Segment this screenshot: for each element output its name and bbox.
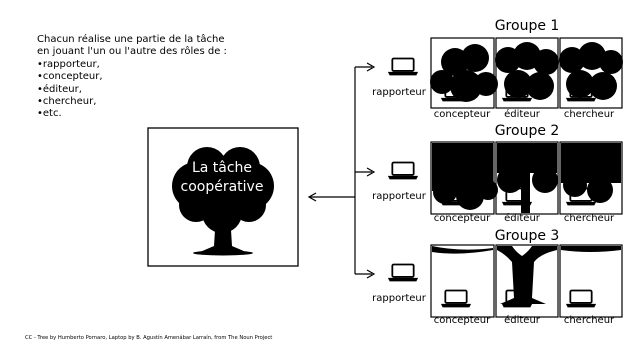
laptop-icon — [387, 161, 419, 181]
roles-list: rapporteur, concepteur, éditeur, cherche… — [37, 59, 277, 121]
role-rapporteur: rapporteur — [372, 191, 427, 202]
center-label-line-2: coopérative — [181, 179, 264, 195]
role-item: etc. — [37, 108, 277, 120]
role-editeur: éditeur — [504, 212, 541, 224]
intro-text: Chacun réalise une partie de la tâche en… — [37, 34, 277, 121]
role-chercheur: chercheur — [564, 109, 615, 120]
group-title: Groupe 2 — [495, 123, 560, 139]
tree-trunk-bottom — [432, 246, 621, 304]
cooperative-task-box: La tâche coopérative — [147, 127, 299, 267]
intro-line-1: Chacun réalise une partie de la tâche — [37, 34, 225, 45]
group-title: Groupe 1 — [495, 18, 560, 34]
tree-canopy-top — [430, 42, 623, 102]
group-2: Groupe 2 rapporteur concepteur éditeur c… — [372, 123, 623, 224]
role-concepteur: concepteur — [434, 213, 491, 224]
role-item: rapporteur, — [37, 59, 277, 71]
role-item: éditeur, — [37, 84, 277, 96]
credit-line: CC - Tree by Humberto Pornaro, Laptop by… — [25, 335, 273, 341]
group-1: Groupe 1 rapporteur concepteur éditeur c… — [372, 18, 623, 120]
role-editeur: éditeur — [504, 108, 541, 120]
laptop-icon — [387, 57, 419, 77]
role-chercheur: chercheur — [564, 315, 615, 326]
role-concepteur: concepteur — [434, 109, 491, 120]
center-label-line-1: La tâche — [192, 160, 252, 176]
role-item: concepteur, — [37, 71, 277, 83]
role-chercheur: chercheur — [564, 213, 615, 224]
role-item: chercheur, — [37, 96, 277, 108]
role-concepteur: concepteur — [434, 315, 491, 326]
tree-canopy-middle — [432, 143, 621, 213]
role-editeur: éditeur — [504, 314, 541, 326]
group-3: Groupe 3 rapporteur concepteur éditeur c… — [372, 228, 623, 326]
role-rapporteur: rapporteur — [372, 293, 427, 304]
group-title: Groupe 3 — [495, 228, 560, 244]
laptop-icon — [387, 263, 419, 283]
role-rapporteur: rapporteur — [372, 87, 427, 98]
intro-line-2: en jouant l'un ou l'autre des rôles de : — [37, 46, 227, 58]
connector — [307, 62, 376, 279]
tree-icon — [172, 147, 274, 256]
